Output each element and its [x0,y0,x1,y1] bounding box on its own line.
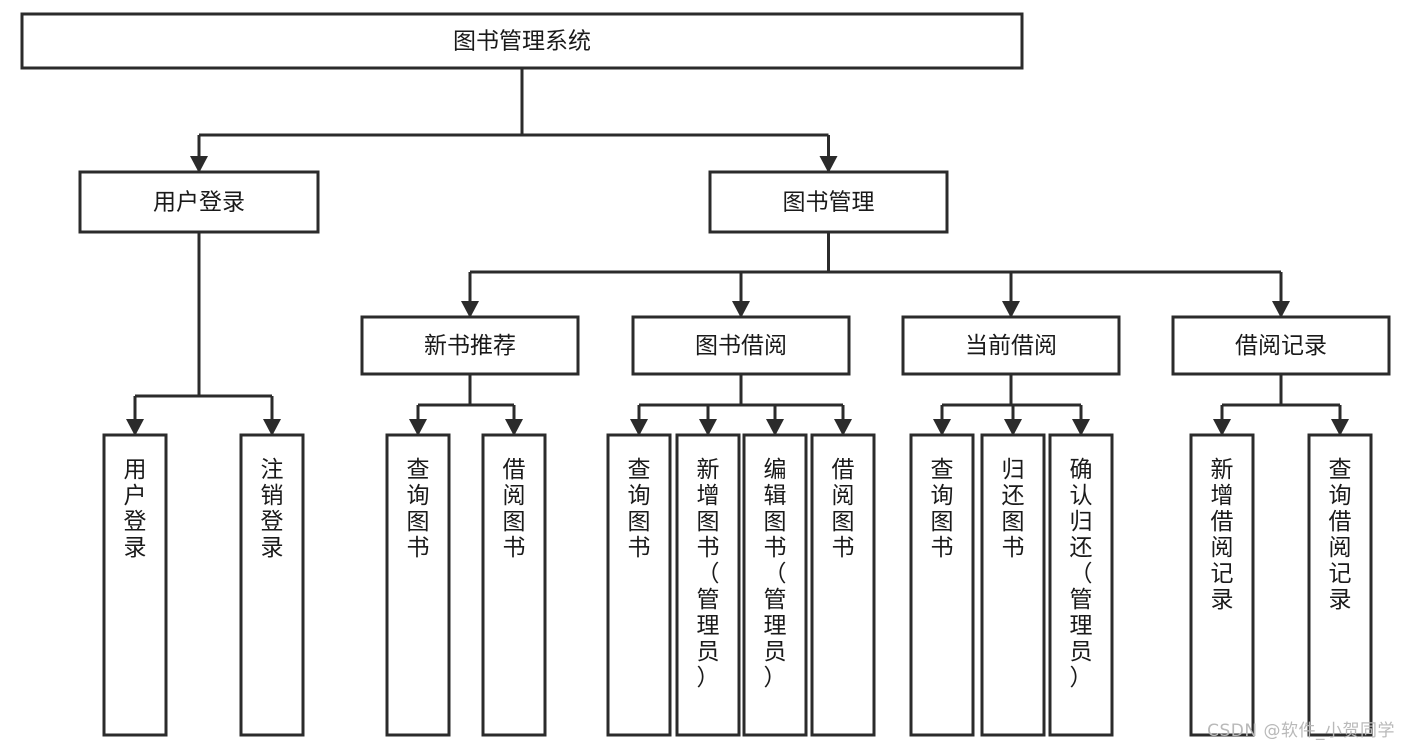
node-box [901,315,1121,376]
node-label: 查询图书 [407,457,430,561]
node-root[interactable]: 图书管理系统 [20,12,1024,70]
node-leaf-return-book[interactable]: 归还图书 [980,433,1046,737]
node-book-manage[interactable]: 图书管理 [708,170,949,234]
node-label: 查询图书 [628,457,651,561]
node-box [360,315,580,376]
node-label: 用户登录 [124,457,147,561]
node-label: 借阅图书 [503,457,526,561]
arrow-head [263,419,281,436]
node-label: 新增借阅记录 [1211,457,1234,613]
node-box [1048,433,1114,737]
node-box [742,433,808,737]
node-box [78,170,320,234]
node-box [102,433,168,737]
arrow-head [732,301,750,318]
arrow-head [1072,419,1090,436]
node-label: 确认归还（管理员） [1070,457,1093,691]
arrow-head [190,156,208,173]
node-box [708,170,949,234]
node-box [481,433,547,737]
node-label: 用户登录 [153,190,245,216]
node-leaf-query-book-2[interactable]: 查询图书 [606,433,672,737]
connector-layer [126,68,1349,436]
arrow-head [1331,419,1349,436]
node-label: 借阅记录 [1235,333,1327,359]
node-user-login[interactable]: 用户登录 [78,170,320,234]
node-new-book-recommend[interactable]: 新书推荐 [360,315,580,376]
node-box [20,12,1024,70]
arrow-head [630,419,648,436]
arrow-head [126,419,144,436]
node-layer: 图书管理系统用户登录图书管理新书推荐图书借阅当前借阅借阅记录用户登录注销登录查询… [20,12,1391,737]
node-box [980,433,1046,737]
node-leaf-add-book[interactable]: 新增图书（管理员） [675,433,741,737]
node-borrow-record[interactable]: 借阅记录 [1171,315,1391,376]
arrow-head [766,419,784,436]
node-label: 查询图书 [931,457,954,561]
arrow-head [461,301,479,318]
node-label: 编辑图书（管理员） [764,457,787,691]
csdn-watermark: CSDN @软件_小贺同学 [1207,721,1395,741]
node-leaf-query-record[interactable]: 查询借阅记录 [1307,433,1373,737]
node-box [810,433,876,737]
node-label: 查询借阅记录 [1329,457,1352,613]
node-label: 当前借阅 [965,333,1057,359]
node-box [239,433,305,737]
node-leaf-add-record[interactable]: 新增借阅记录 [1189,433,1255,737]
arrow-head [1213,419,1231,436]
node-label: 借阅图书 [832,457,855,561]
node-box [675,433,741,737]
node-label: 归还图书 [1002,457,1025,561]
arrow-head [1004,419,1022,436]
node-leaf-query-book-1[interactable]: 查询图书 [385,433,451,737]
node-leaf-confirm-return[interactable]: 确认归还（管理员） [1048,433,1114,737]
node-book-borrow[interactable]: 图书借阅 [631,315,851,376]
arrow-head [1272,301,1290,318]
node-current-borrow[interactable]: 当前借阅 [901,315,1121,376]
node-leaf-edit-book[interactable]: 编辑图书（管理员） [742,433,808,737]
node-label: 图书借阅 [695,333,787,359]
arrow-head [699,419,717,436]
node-label: 图书管理系统 [453,29,591,55]
node-label: 新书推荐 [424,333,516,359]
node-box [1307,433,1373,737]
node-box [631,315,851,376]
node-leaf-query-book-3[interactable]: 查询图书 [909,433,975,737]
arrow-head [834,419,852,436]
node-box [385,433,451,737]
node-label: 新增图书（管理员） [697,457,720,691]
arrow-head [1002,301,1020,318]
node-label: 图书管理 [783,190,875,216]
node-box [1189,433,1255,737]
arrow-head [933,419,951,436]
node-box [1171,315,1391,376]
node-label: 注销登录 [261,457,284,561]
arrow-head [409,419,427,436]
arrow-head [505,419,523,436]
node-leaf-borrow-book-2[interactable]: 借阅图书 [810,433,876,737]
node-leaf-logout[interactable]: 注销登录 [239,433,305,737]
arrow-head [819,156,838,173]
node-leaf-user-login[interactable]: 用户登录 [102,433,168,737]
node-box [606,433,672,737]
node-leaf-borrow-book-1[interactable]: 借阅图书 [481,433,547,737]
node-box [909,433,975,737]
